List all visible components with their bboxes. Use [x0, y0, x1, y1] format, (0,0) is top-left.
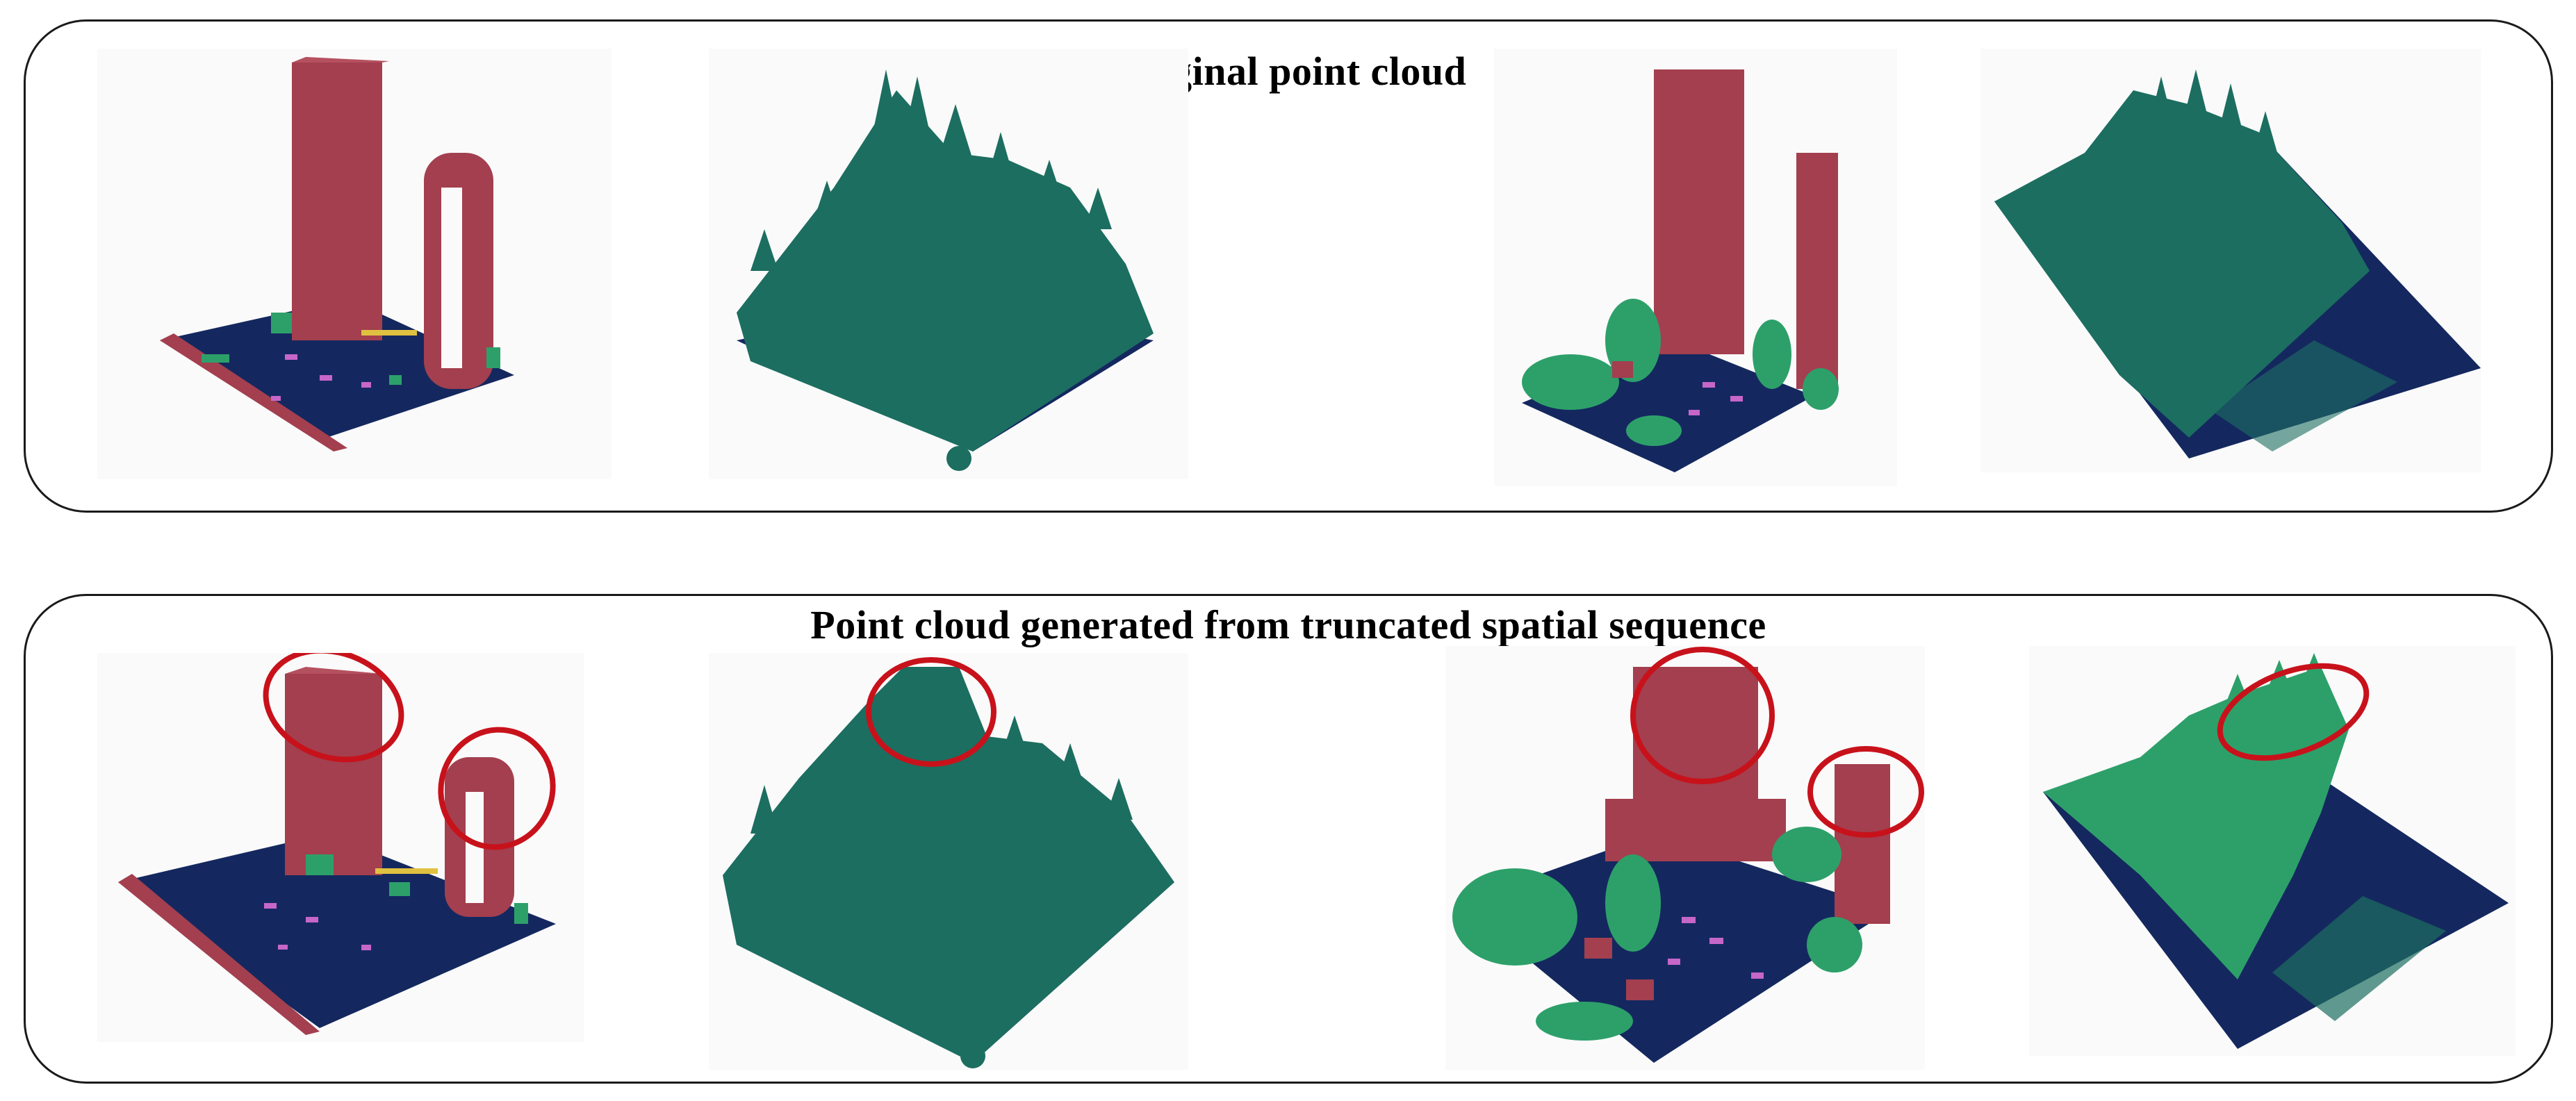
point-cloud-forest-generated: [709, 653, 1188, 1070]
point-cloud-forest-original: [709, 49, 1188, 479]
point-cloud-urban-towers-generated: [97, 653, 584, 1042]
panel-title-generated: Point cloud generated from truncated spa…: [810, 602, 1766, 647]
point-cloud-slope-forest-original: [1980, 49, 2481, 472]
point-cloud-urban-tower-trees-generated: [1445, 646, 1925, 1070]
point-cloud-urban-tower-trees-original: [1494, 49, 1897, 486]
point-cloud-slope-forest-generated: [2029, 646, 2516, 1056]
point-cloud-urban-towers-original: [97, 49, 612, 479]
